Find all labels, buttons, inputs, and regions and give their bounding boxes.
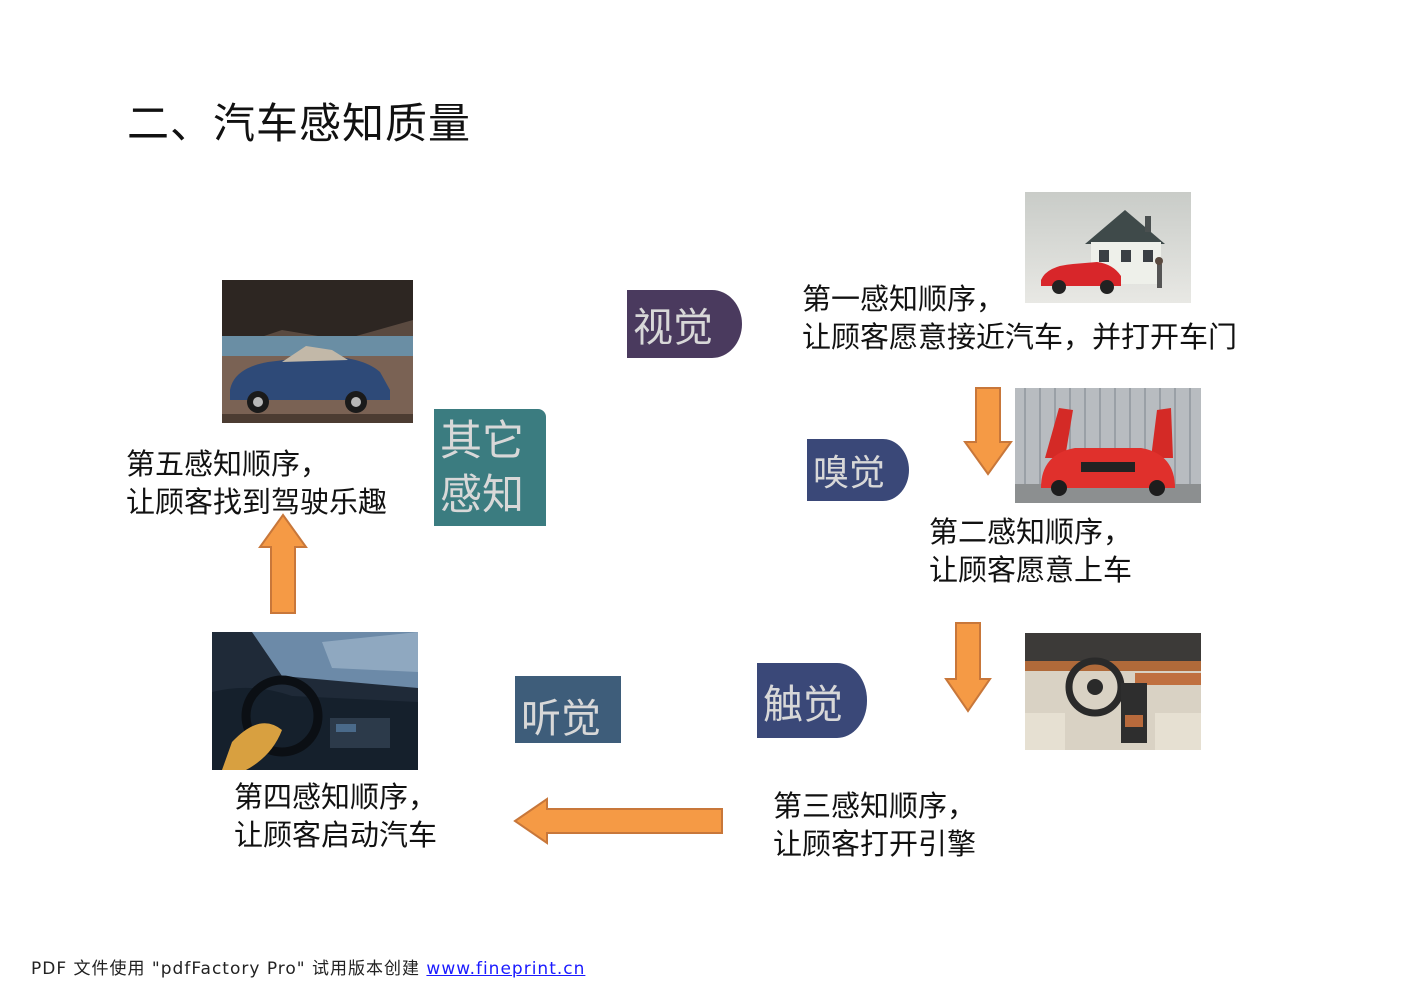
photo-blue-convertible-coast [222, 280, 413, 423]
photo-red-convertible-house [1025, 192, 1191, 303]
step-caption-second: 第二感知顺序， 让顾客愿意上车 [929, 515, 1133, 587]
arrow-down-icon [963, 386, 1013, 476]
sense-label-other: 其它 感知 [434, 409, 546, 526]
step-caption-first: 第一感知顺序， 让顾客愿意接近汽车，并打开车门 [802, 282, 1238, 354]
sense-label-smell: 嗅觉 [807, 439, 909, 501]
fineprint-link[interactable]: www.fineprint.cn [426, 959, 586, 979]
photo-car-interior-dashboard [1025, 633, 1201, 750]
step-caption-third: 第三感知顺序， 让顾客打开引擎 [773, 789, 977, 861]
pdf-footer-note: PDF 文件使用 "pdfFactory Pro" 试用版本创建 www.fin… [31, 959, 586, 979]
step-caption-fifth: 第五感知顺序， 让顾客找到驾驶乐趣 [126, 447, 388, 519]
arrow-left-icon [513, 797, 724, 845]
sense-label-sight: 视觉 [627, 290, 742, 358]
arrow-down-icon [944, 621, 992, 713]
step-caption-fourth: 第四感知顺序， 让顾客启动汽车 [234, 780, 438, 852]
photo-red-car-open-doors [1015, 388, 1201, 503]
photo-driver-interior [212, 632, 418, 770]
sense-label-hearing: 听觉 [515, 676, 621, 743]
page-title: 二、汽车感知质量 [127, 99, 472, 148]
sense-label-touch: 触觉 [757, 663, 867, 738]
arrow-up-icon [258, 513, 308, 615]
